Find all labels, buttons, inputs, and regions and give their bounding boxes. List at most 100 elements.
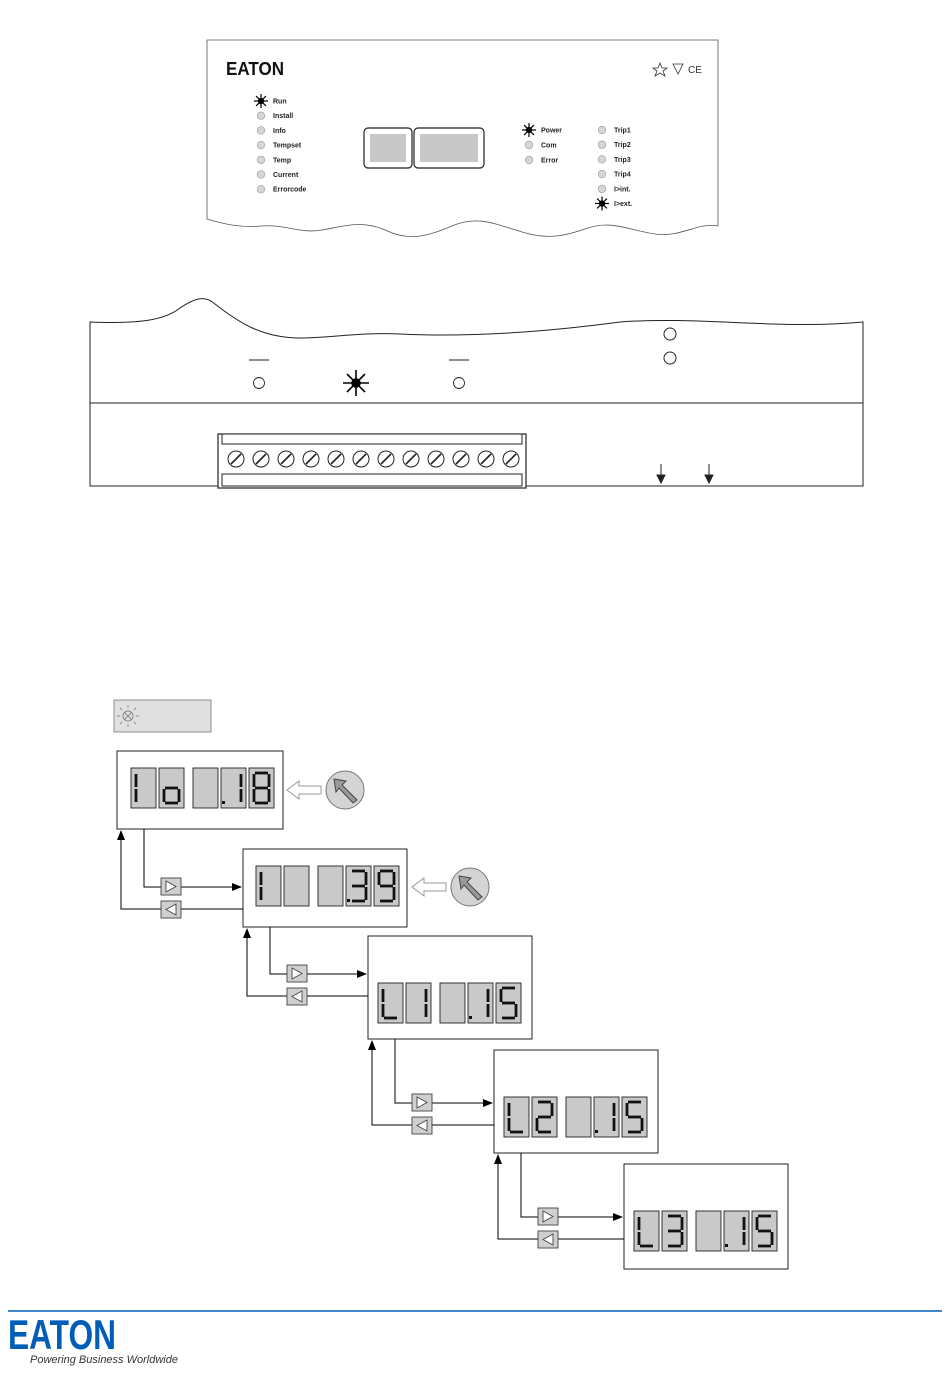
right-arrow-button-icon bbox=[287, 965, 307, 982]
display-digit: o bbox=[159, 768, 184, 808]
led-off-icon bbox=[257, 156, 265, 164]
led-label: Trip3 bbox=[614, 157, 631, 164]
terminal-screw-icon bbox=[353, 451, 369, 467]
led-label: Power bbox=[541, 128, 562, 135]
display-digit bbox=[318, 866, 343, 906]
led-item: Current bbox=[257, 171, 299, 179]
display-digit: 5 bbox=[496, 983, 521, 1023]
display-digit: L bbox=[504, 1097, 529, 1137]
display-digit: 1. bbox=[221, 768, 246, 808]
led-label: Current bbox=[273, 172, 299, 179]
right-arrow-button-icon bbox=[161, 878, 181, 895]
led-item: Com bbox=[525, 141, 556, 149]
display-digit: L bbox=[378, 983, 403, 1023]
led-item: Trip4 bbox=[598, 170, 631, 178]
display-digit: 1. bbox=[594, 1097, 619, 1137]
device-side-view bbox=[90, 299, 863, 488]
terminal-screw-icon bbox=[378, 451, 394, 467]
display-digit bbox=[696, 1211, 721, 1251]
led-item: Error bbox=[525, 156, 558, 164]
right-arrow-button-icon bbox=[412, 1094, 432, 1111]
seven-segment-display: Io1.8 bbox=[131, 768, 274, 808]
led-on-icon bbox=[522, 123, 536, 137]
led-item: Trip3 bbox=[598, 156, 631, 164]
terminal-screw-icon bbox=[428, 451, 444, 467]
terminal-screw-icon bbox=[253, 451, 269, 467]
navigation-connector bbox=[372, 1039, 494, 1134]
led-label: Run bbox=[273, 99, 287, 106]
left-arrow-button-icon bbox=[538, 1231, 558, 1248]
led-label: Errorcode bbox=[273, 187, 307, 194]
indicator-led-right bbox=[454, 378, 465, 389]
rotary-knob-icon bbox=[287, 771, 364, 809]
rotary-knob-icon bbox=[412, 868, 489, 906]
led-item: Trip2 bbox=[598, 141, 631, 149]
left-arrow-button-icon bbox=[161, 901, 181, 918]
display-digit: 1 bbox=[406, 983, 431, 1023]
terminal-screw-icon bbox=[503, 451, 519, 467]
led-off-icon bbox=[257, 185, 265, 193]
ce-mark-icon: CE bbox=[688, 65, 702, 76]
navigation-connector bbox=[121, 829, 243, 918]
led-label: Trip4 bbox=[614, 172, 631, 179]
led-item: I>int. bbox=[598, 185, 630, 193]
led-label: Tempset bbox=[273, 143, 302, 150]
display-digit: I bbox=[256, 866, 281, 906]
led-off-icon bbox=[598, 185, 606, 193]
status-led-lower bbox=[664, 352, 676, 364]
display-digit: 3 bbox=[662, 1211, 687, 1251]
seven-segment-display: L31.5 bbox=[634, 1211, 777, 1251]
seven-segment-display: I3.9 bbox=[256, 866, 399, 906]
display-frame: L31.5 bbox=[624, 1164, 788, 1269]
display-digit bbox=[193, 768, 218, 808]
navigation-connector bbox=[247, 927, 368, 1005]
led-label: Temp bbox=[273, 157, 291, 164]
led-off-icon bbox=[598, 170, 606, 178]
led-label: Com bbox=[541, 143, 557, 150]
footer-logo: EATON bbox=[8, 1311, 116, 1358]
panel-display bbox=[364, 128, 484, 168]
led-item: Install bbox=[257, 112, 293, 120]
terminal-screw-icon bbox=[278, 451, 294, 467]
terminal-screw-icon bbox=[228, 451, 244, 467]
led-on-icon bbox=[595, 197, 609, 211]
led-off-icon bbox=[598, 141, 606, 149]
display-digit: 1. bbox=[468, 983, 493, 1023]
led-label: Info bbox=[273, 128, 286, 135]
display-frame: I3.9 bbox=[243, 849, 407, 927]
display-digit bbox=[284, 866, 309, 906]
terminal-screw-icon bbox=[303, 451, 319, 467]
status-led-upper bbox=[664, 328, 676, 340]
display-digit: 5 bbox=[752, 1211, 777, 1251]
display-digit: 8 bbox=[249, 768, 274, 808]
display-digit bbox=[566, 1097, 591, 1137]
led-label: Trip1 bbox=[614, 128, 631, 135]
display-digit: L bbox=[634, 1211, 659, 1251]
led-label: I>ext. bbox=[614, 201, 632, 208]
seven-segment-display: L21.5 bbox=[504, 1097, 647, 1137]
indicator-led-left bbox=[254, 378, 265, 389]
display-sequence: Io1.8I3.9L11.5L21.5L31.5 bbox=[117, 751, 788, 1269]
led-label: Error bbox=[541, 158, 558, 165]
led-off-icon bbox=[257, 127, 265, 135]
terminal-screw-icon bbox=[403, 451, 419, 467]
panel-logo: EATON bbox=[226, 59, 284, 79]
left-arrow-button-icon bbox=[412, 1117, 432, 1134]
display-digit: 2 bbox=[532, 1097, 557, 1137]
terminal-screw-icon bbox=[453, 451, 469, 467]
right-arrow-button-icon bbox=[538, 1208, 558, 1225]
front-panel: EATON CE RunInstallInfoTempsetTempCurren… bbox=[207, 40, 718, 237]
led-off-icon bbox=[257, 141, 265, 149]
display-frame: Io1.8 bbox=[117, 751, 283, 829]
footer-tagline: Powering Business Worldwide bbox=[30, 1354, 178, 1366]
display-digit: 3. bbox=[346, 866, 371, 906]
led-item: Trip1 bbox=[598, 126, 631, 134]
terminal-screw-icon bbox=[328, 451, 344, 467]
led-legend bbox=[114, 700, 211, 732]
led-label: Install bbox=[273, 113, 293, 120]
seven-segment-display: L1 1.5 bbox=[378, 983, 521, 1023]
display-digit bbox=[440, 983, 465, 1023]
led-off-icon bbox=[598, 156, 606, 164]
